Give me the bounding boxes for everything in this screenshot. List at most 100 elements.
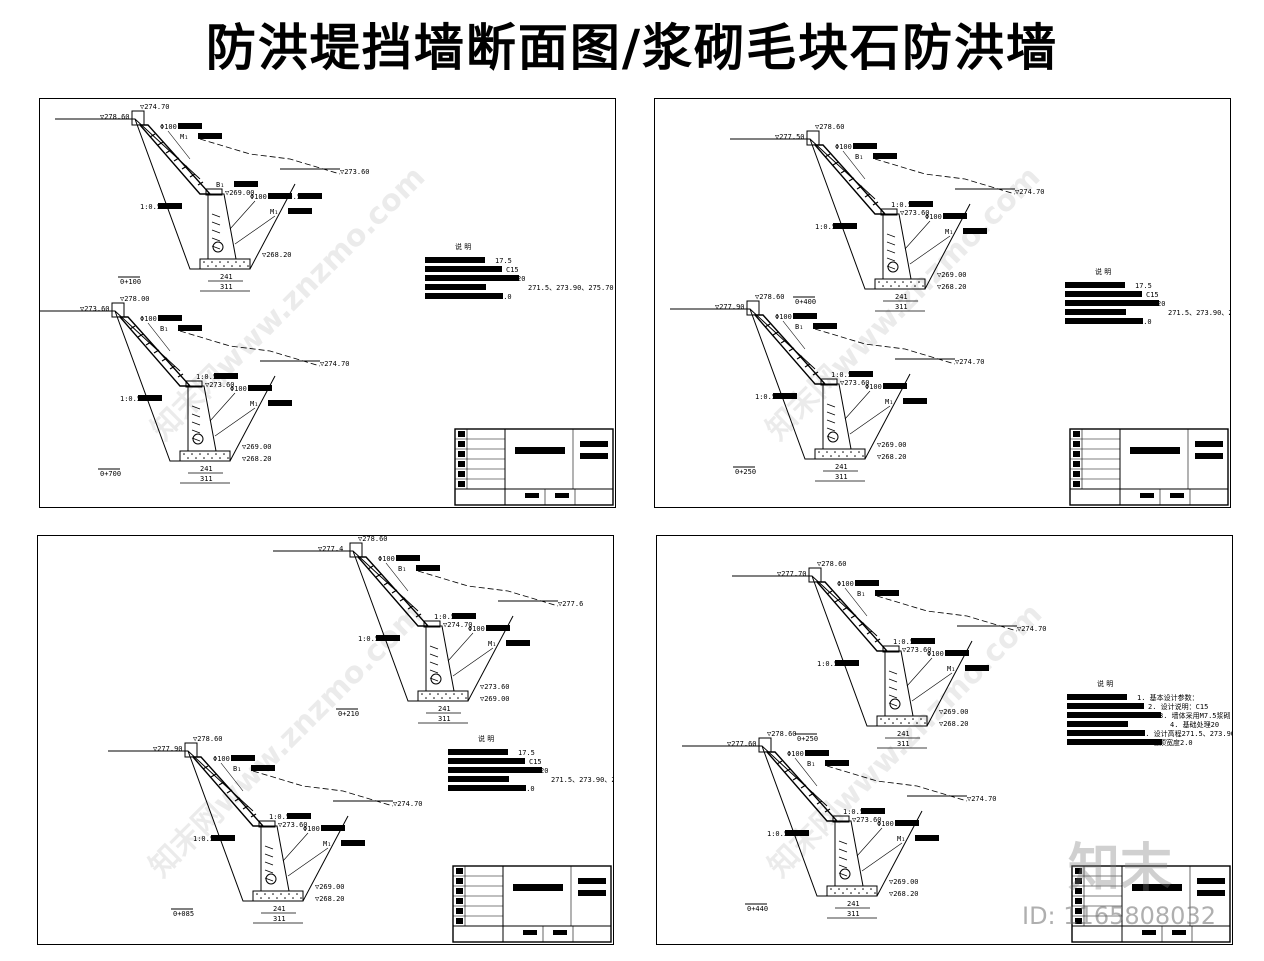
elevation-label: ▽278.60 — [100, 113, 130, 121]
redacted-label — [376, 635, 400, 641]
elevation-label: ▽278.00 — [120, 295, 150, 303]
redacted-note — [425, 293, 503, 299]
elevation-label: ▽268.20 — [939, 720, 969, 728]
callout-label: B₁ — [795, 323, 803, 331]
brand-logo: 知末 — [1068, 838, 1173, 899]
redacted-label — [853, 143, 877, 149]
redacted-note — [425, 284, 486, 290]
redacted-label — [341, 840, 365, 846]
callout-label: 1:0.5 — [120, 395, 141, 403]
cross-section: 241311▽277.90▽278.60▽274.70▽273.60▽269.0… — [108, 735, 423, 924]
callout-label: B₁ — [233, 765, 241, 773]
elevation-label: ▽273.60 — [340, 168, 370, 176]
callout-label: Φ100 — [865, 383, 882, 391]
elevation-label: ▽273.60 — [278, 821, 308, 829]
cross-section: 241311▽277.50▽278.60▽274.70▽273.60▽269.0… — [730, 123, 1045, 312]
note-line: 墙顶宽度2.0 — [1152, 738, 1193, 747]
callout-label: M₁ — [323, 840, 331, 848]
elevation-label: ▽278.60 — [358, 536, 388, 543]
elevation-label: ▽278.60 — [817, 560, 847, 568]
chainage-label: 0+400 — [795, 298, 816, 306]
redacted-title — [515, 447, 565, 454]
chainage-label: 0+085 — [173, 910, 194, 918]
drain-pipe — [192, 433, 204, 445]
elevation-label: ▽277.70 — [777, 570, 807, 578]
note-line: 2.0 — [1139, 318, 1152, 326]
note-line: 20 — [540, 767, 548, 775]
parapet — [806, 130, 820, 146]
redacted-label — [873, 153, 897, 159]
note-line: C15 — [506, 266, 519, 274]
dimension-label: 311 — [200, 475, 213, 483]
dimension-label: 241 — [220, 273, 233, 281]
redacted-label — [785, 830, 809, 836]
sheet-canvas: 241311▽278.60▽274.70▽273.60▽269.00▽268.2… — [40, 103, 614, 506]
redacted-label — [855, 580, 879, 586]
elevation-label: ▽274.70 — [1017, 625, 1047, 633]
callout-label: Φ100 — [837, 580, 854, 588]
callout-label: B₁ — [216, 181, 224, 189]
drain-pipe — [839, 868, 851, 880]
sheet-canvas: 241311▽277.50▽278.60▽274.70▽273.60▽269.0… — [670, 123, 1230, 506]
callout-label: Φ100 — [835, 143, 852, 151]
backfill-line — [252, 770, 394, 807]
redacted-label — [963, 228, 987, 234]
redacted-title — [1132, 884, 1182, 891]
note-line: 2.0 — [499, 293, 512, 301]
dimension-label: 311 — [897, 740, 910, 748]
redacted-note — [425, 266, 502, 272]
callout-label: Φ100 — [140, 315, 157, 323]
note-line: 17.5 — [518, 749, 535, 757]
redacted-label — [298, 193, 322, 199]
callout-label: 1:0.5 — [815, 223, 836, 231]
callout-label: B₁ — [160, 325, 168, 333]
redacted-label — [214, 373, 238, 379]
redacted-note — [1067, 712, 1161, 718]
elevation-label: ▽268.20 — [937, 283, 967, 291]
redacted-note — [425, 257, 485, 263]
elevation-label: ▽273.60 — [205, 381, 235, 389]
redacted-label — [945, 650, 969, 656]
elevation-label: ▽273.60 — [902, 646, 932, 654]
redacted-label — [178, 325, 202, 331]
redacted-note — [1065, 309, 1126, 315]
redacted-note — [1067, 703, 1144, 709]
callout-label: 1:0.5 — [843, 808, 864, 816]
elevation-label: ▽274.70 — [955, 358, 985, 366]
redacted-label — [234, 181, 258, 187]
callout-label: 1:0.5 — [831, 371, 852, 379]
elevation-label: ▽268.20 — [315, 895, 345, 903]
redacted-note — [1065, 291, 1142, 297]
foundation — [252, 890, 304, 902]
redacted-note — [425, 275, 519, 281]
elevation-label: ▽277.90 — [715, 303, 745, 311]
elevation-label: ▽278.60 — [815, 123, 845, 131]
callout-label: 1:0.5 — [755, 393, 776, 401]
callout-label: Φ100 — [250, 193, 267, 201]
dimension-label: 311 — [835, 473, 848, 481]
callout-label: Φ100 — [230, 385, 247, 393]
chainage-label: 0+440 — [747, 905, 768, 913]
callout-label: Φ100 — [925, 213, 942, 221]
redacted-label — [965, 665, 989, 671]
parapet — [758, 737, 772, 753]
redacted-label — [943, 213, 967, 219]
elevation-label: ▽269.00 — [315, 883, 345, 891]
redacted-label — [178, 123, 202, 129]
redacted-label — [138, 395, 162, 401]
chainage-label: 0+100 — [120, 278, 141, 286]
redacted-label — [198, 133, 222, 139]
callout-label: Φ100 — [927, 650, 944, 658]
title-block — [454, 428, 614, 506]
redacted-note — [448, 749, 508, 755]
elevation-label: ▽277.4 — [318, 545, 343, 553]
drain-pipe — [430, 673, 442, 685]
elevation-label: ▽274.70 — [393, 800, 423, 808]
backfill-line — [826, 765, 968, 802]
elevation-label: ▽277.90 — [153, 745, 183, 753]
sheet-canvas: 241311▽277.70▽278.60▽274.70▽273.60▽269.0… — [682, 560, 1232, 943]
parapet — [184, 742, 198, 758]
